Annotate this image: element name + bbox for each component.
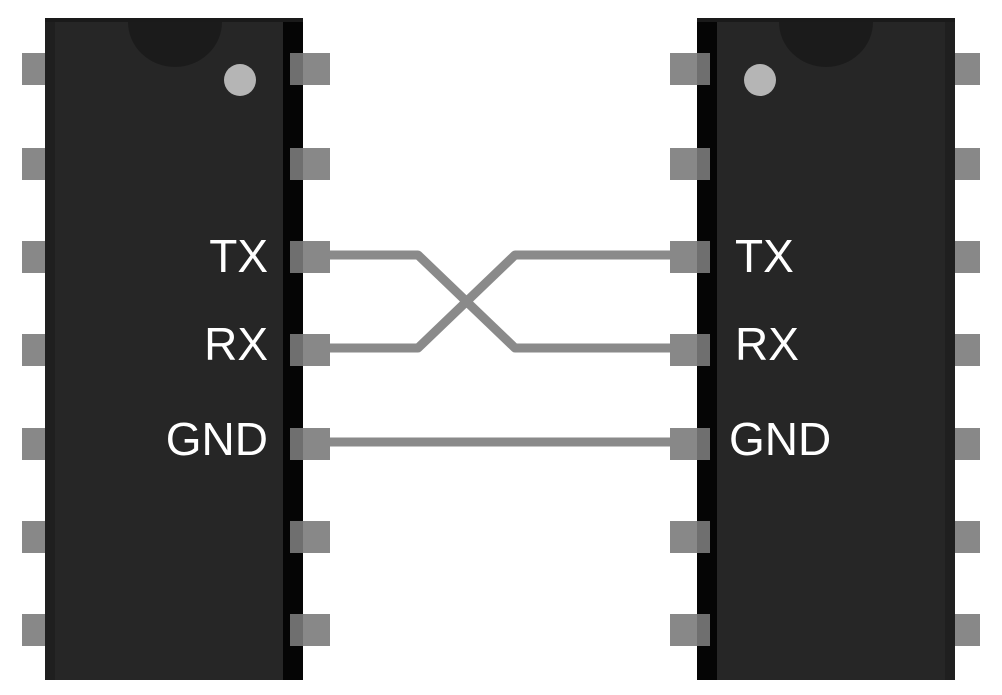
right-chip-inner-pins	[670, 53, 710, 646]
right-chip-tx-label: TX	[735, 230, 794, 282]
right-chip-pin-gnd	[670, 428, 710, 460]
right-chip-pin-11	[952, 334, 980, 366]
left-chip-notch	[128, 22, 222, 67]
left-chip-tx-label: TX	[209, 230, 268, 282]
left-chip-pin-13	[290, 148, 330, 180]
right-chip-pin-9	[952, 521, 980, 553]
right-chip-gnd-label: GND	[729, 413, 831, 465]
right-chip-outer-pins	[952, 53, 980, 646]
left-chip-inner-pins	[290, 53, 330, 646]
right-chip-pin1-dot	[744, 64, 776, 96]
left-chip-body	[45, 18, 303, 680]
right-chip-pin-13	[952, 148, 980, 180]
left-chip-gnd-label: GND	[166, 413, 268, 465]
left-chip-pin-gnd	[290, 428, 330, 460]
right-chip-pin-8	[952, 614, 980, 646]
right-chip-pin-7	[670, 614, 710, 646]
left-chip-pin1-dot	[224, 64, 256, 96]
left-chip-pin-8	[290, 614, 330, 646]
right-chip-notch	[779, 22, 873, 67]
left-chip-pin-rx	[290, 334, 330, 366]
left-chip-pin-tx	[290, 241, 330, 273]
right-chip-pin-14	[952, 53, 980, 85]
left-chip: TX RX GND	[22, 18, 330, 680]
right-chip-pin-12	[952, 241, 980, 273]
right-chip-rx-label: RX	[735, 318, 799, 370]
left-chip-rx-label: RX	[204, 318, 268, 370]
right-chip: TX RX GND	[670, 18, 980, 680]
left-chip-pin-9	[290, 521, 330, 553]
wires	[320, 250, 684, 447]
left-chip-pin-14	[290, 53, 330, 85]
right-chip-pin-6	[670, 521, 710, 553]
right-chip-pin-tx	[670, 241, 710, 273]
right-chip-pin-rx	[670, 334, 710, 366]
right-chip-pin-2	[670, 148, 710, 180]
wire-left-rx-to-right-tx	[320, 250, 684, 353]
right-chip-body	[697, 18, 955, 680]
right-chip-pin-1	[670, 53, 710, 85]
right-chip-pin-10	[952, 428, 980, 460]
